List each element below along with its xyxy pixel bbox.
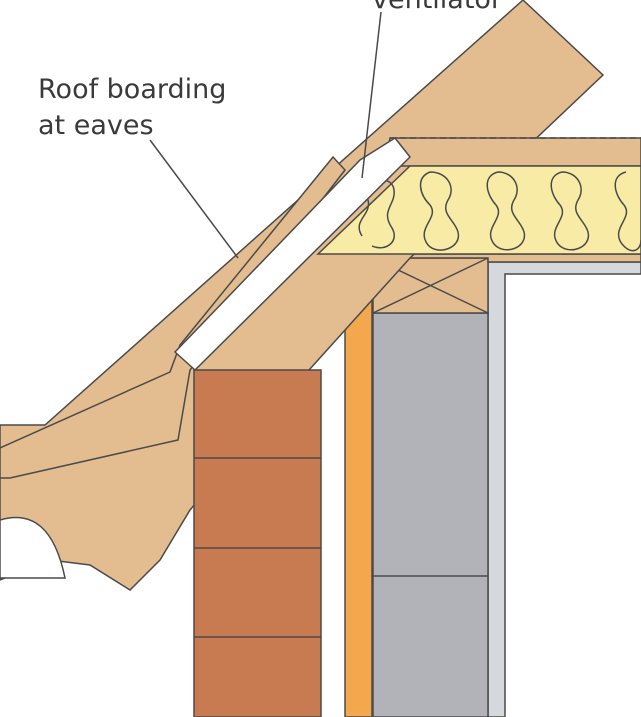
leader-line-ventilator xyxy=(361,11,382,179)
internal-wall-lining xyxy=(487,261,641,717)
label-ventilator: ventilator xyxy=(372,0,503,15)
eaves-ventilator xyxy=(173,137,412,372)
rafter-foot-notch xyxy=(0,516,66,579)
cavity-insulation-strip xyxy=(344,299,373,717)
loft-insulation xyxy=(316,165,641,255)
label-roof-boarding-line2: at eaves xyxy=(38,110,154,141)
label-roof-boarding-line1: Roof boarding xyxy=(38,74,226,105)
blockwork-inner-leaf xyxy=(372,312,489,717)
leader-line-roof-boarding xyxy=(149,139,239,259)
ceiling-boarding xyxy=(384,137,641,167)
wall-plate-cross xyxy=(372,257,489,314)
brick-outer-leaf xyxy=(193,369,322,717)
insulation-pattern xyxy=(358,171,641,252)
